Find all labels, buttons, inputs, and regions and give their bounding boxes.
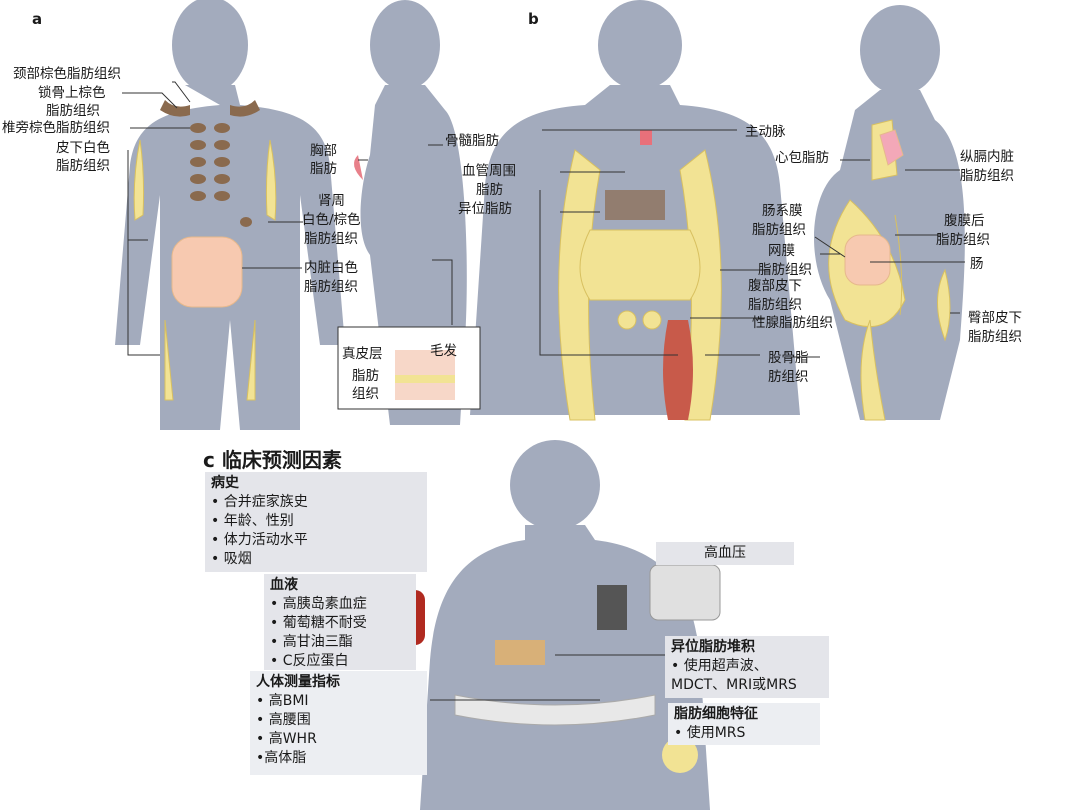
intestines xyxy=(171,236,243,308)
adipocyte-heading: 脂肪细胞特征 xyxy=(674,706,758,722)
label-mediastinal-2: 脂肪组织 xyxy=(960,168,1014,184)
ectopic-heading: 异位脂肪堆积 xyxy=(671,639,755,655)
label-retroperitoneal-1: 腹膜后 xyxy=(944,213,985,229)
anthropometric-item: • 高WHR xyxy=(256,731,317,747)
label-neck-brown-fat: 颈部棕色脂肪组织 xyxy=(13,66,121,82)
adipocyte-box: 脂肪细胞特征 • 使用MRS xyxy=(668,703,820,745)
blood-item: • C反应蛋白 xyxy=(270,653,349,669)
label-omental-1: 网膜 xyxy=(768,243,795,259)
label-perirenal-1: 肾周 xyxy=(318,193,345,209)
label-aorta: 主动脉 xyxy=(745,124,786,140)
paraverteb-brown-fat xyxy=(190,123,252,227)
anthropometric-box: 人体测量指标 • 高BMI • 高腰围 • 高WHR •高体脂 xyxy=(250,671,427,775)
label-perirenal-3: 脂肪组织 xyxy=(304,231,358,247)
label-visceral-2: 脂肪组织 xyxy=(304,279,358,295)
label-omental-2: 脂肪组织 xyxy=(758,262,812,278)
blood-item: • 葡萄糖不耐受 xyxy=(270,615,367,631)
label-gonadal: 性腺脂肪组织 xyxy=(752,315,833,331)
hypertension-label: 高血压 xyxy=(704,545,746,561)
adipocyte-item: • 使用MRS xyxy=(674,725,746,741)
blood-item: • 高甘油三酯 xyxy=(270,634,353,650)
hypertension-box: 高血压 xyxy=(656,542,794,565)
label-skin-fat-1: 脂肪 xyxy=(352,368,379,384)
label-pericardial: 心包脂肪 xyxy=(775,150,829,166)
label-femoral-2: 肪组织 xyxy=(768,369,809,385)
panel-a-label: a xyxy=(32,10,43,28)
label-subcutaneous-2: 脂肪组织 xyxy=(56,158,110,174)
figure-c-head xyxy=(510,440,600,530)
label-breast-2: 脂肪 xyxy=(310,161,337,177)
label-bone-marrow: 骨髓脂肪 xyxy=(445,133,499,149)
blood-item: • 高胰岛素血症 xyxy=(270,596,367,612)
label-femoral-1: 股骨脂 xyxy=(768,350,809,366)
label-perirenal-2: 白色/棕色 xyxy=(302,212,361,228)
label-mesenteric-2: 脂肪组织 xyxy=(752,222,806,238)
panel-b-label: b xyxy=(528,10,539,28)
label-breast-1: 胸部 xyxy=(310,143,337,159)
history-item: • 吸烟 xyxy=(211,551,252,567)
anthropometric-item: • 高腰围 xyxy=(256,712,311,728)
figure-b-side-head xyxy=(860,5,940,95)
figure-c-body xyxy=(420,525,710,810)
label-supraclavicular-2: 脂肪组织 xyxy=(46,103,100,119)
history-item: • 年龄、性别 xyxy=(211,513,294,529)
anthropometric-heading: 人体测量指标 xyxy=(256,674,340,690)
panel-c-title: c 临床预测因素 xyxy=(203,448,342,472)
label-ectopic-fat: 异位脂肪 xyxy=(458,201,512,217)
ectopic-fat-box: 异位脂肪堆积 • 使用超声波、MDCT、MRI或MRS xyxy=(665,636,829,698)
figure-a-side-head xyxy=(370,0,440,90)
label-abdominal-subcut-1: 腹部皮下 xyxy=(748,278,802,294)
label-perivascular-2: 脂肪 xyxy=(476,182,503,198)
history-item: • 合并症家族史 xyxy=(211,494,308,510)
figure-b-front-head xyxy=(598,0,682,90)
history-box: 病史 • 合并症家族史 • 年龄、性别 • 体力活动水平 • 吸烟 xyxy=(205,472,427,572)
label-mediastinal-1: 纵膈内脏 xyxy=(960,149,1014,165)
label-perivascular-1: 血管周围 xyxy=(462,163,516,179)
label-abdominal-subcut-2: 脂肪组织 xyxy=(748,297,802,313)
anthropometric-item: •高体脂 xyxy=(256,750,307,766)
anthropometric-item: • 高BMI xyxy=(256,693,309,709)
silhouettes xyxy=(115,0,965,810)
blood-box: 血液 • 高胰岛素血症 • 葡萄糖不耐受 • 高甘油三酯 • C反应蛋白 xyxy=(264,574,416,670)
history-heading: 病史 xyxy=(211,475,239,491)
label-dermis: 真皮层 xyxy=(342,346,383,362)
label-supraclavicular-1: 锁骨上棕色 xyxy=(38,85,106,101)
label-visceral-1: 内脏白色 xyxy=(304,260,358,276)
label-gluteal-1: 臀部皮下 xyxy=(968,310,1022,326)
blood-heading: 血液 xyxy=(270,577,298,593)
label-mesenteric-1: 肠系膜 xyxy=(762,203,803,219)
label-gluteal-2: 脂肪组织 xyxy=(968,329,1022,345)
history-item: • 体力活动水平 xyxy=(211,532,308,548)
label-paravertebral: 椎旁棕色脂肪组织 xyxy=(2,120,110,136)
label-subcutaneous-1: 皮下白色 xyxy=(56,140,110,156)
label-retroperitoneal-2: 脂肪组织 xyxy=(936,232,990,248)
ectopic-item: • 使用超声波、MDCT、MRI或MRS xyxy=(671,658,797,693)
label-gut: 肠 xyxy=(970,256,984,272)
figure-a-front-head xyxy=(172,0,248,93)
label-hair: 毛发 xyxy=(430,343,457,359)
label-skin-fat-2: 组织 xyxy=(352,386,379,402)
